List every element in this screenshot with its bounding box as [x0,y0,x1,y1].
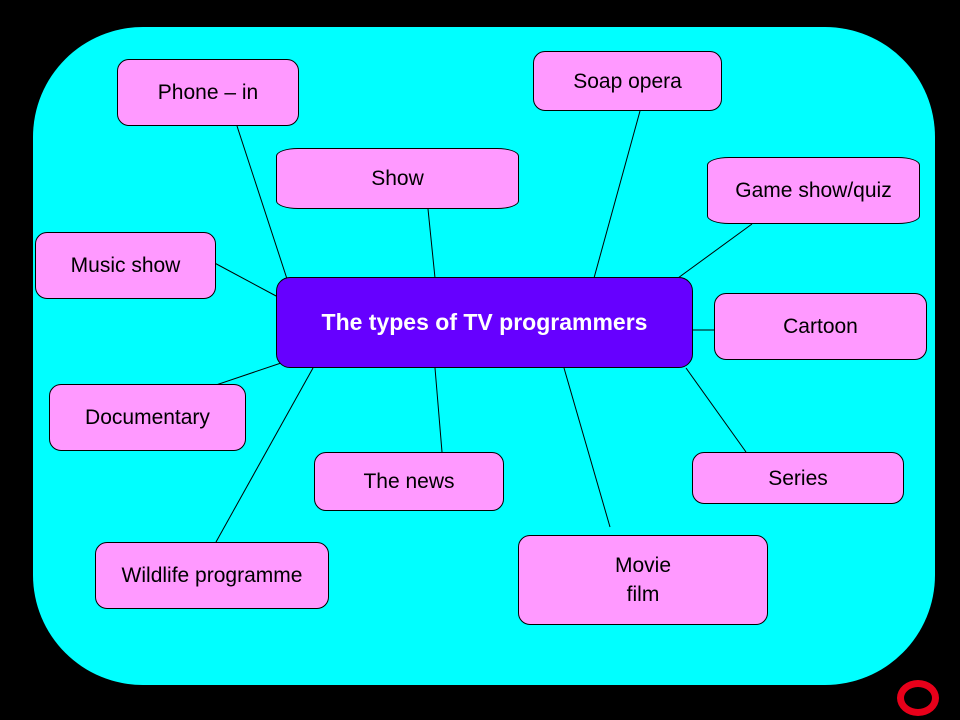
link-soap-opera [593,110,641,279]
node-soap-opera: Soap opera [533,51,722,111]
node-the-news: The news [314,452,504,511]
red-ring-icon[interactable] [897,680,939,716]
node-cartoon: Cartoon [714,293,927,360]
link-phone-in [236,125,289,283]
link-show [427,208,436,279]
link-movie-film [563,367,611,528]
link-series [685,367,747,453]
node-phone-in: Phone – in [117,59,299,126]
node-center-topic: The types of TV programmers [276,277,693,368]
link-music-show [208,259,279,298]
node-movie-film: Movie film [518,535,768,625]
node-documentary: Documentary [49,384,246,451]
node-series: Series [692,452,904,504]
node-wildlife: Wildlife programme [95,542,329,609]
link-documentary [215,360,288,386]
link-game-show [677,223,753,279]
node-game-show: Game show/quiz [707,157,920,224]
link-wildlife [215,367,314,543]
link-the-news [434,367,443,453]
node-show: Show [276,148,519,209]
node-music-show: Music show [35,232,216,299]
